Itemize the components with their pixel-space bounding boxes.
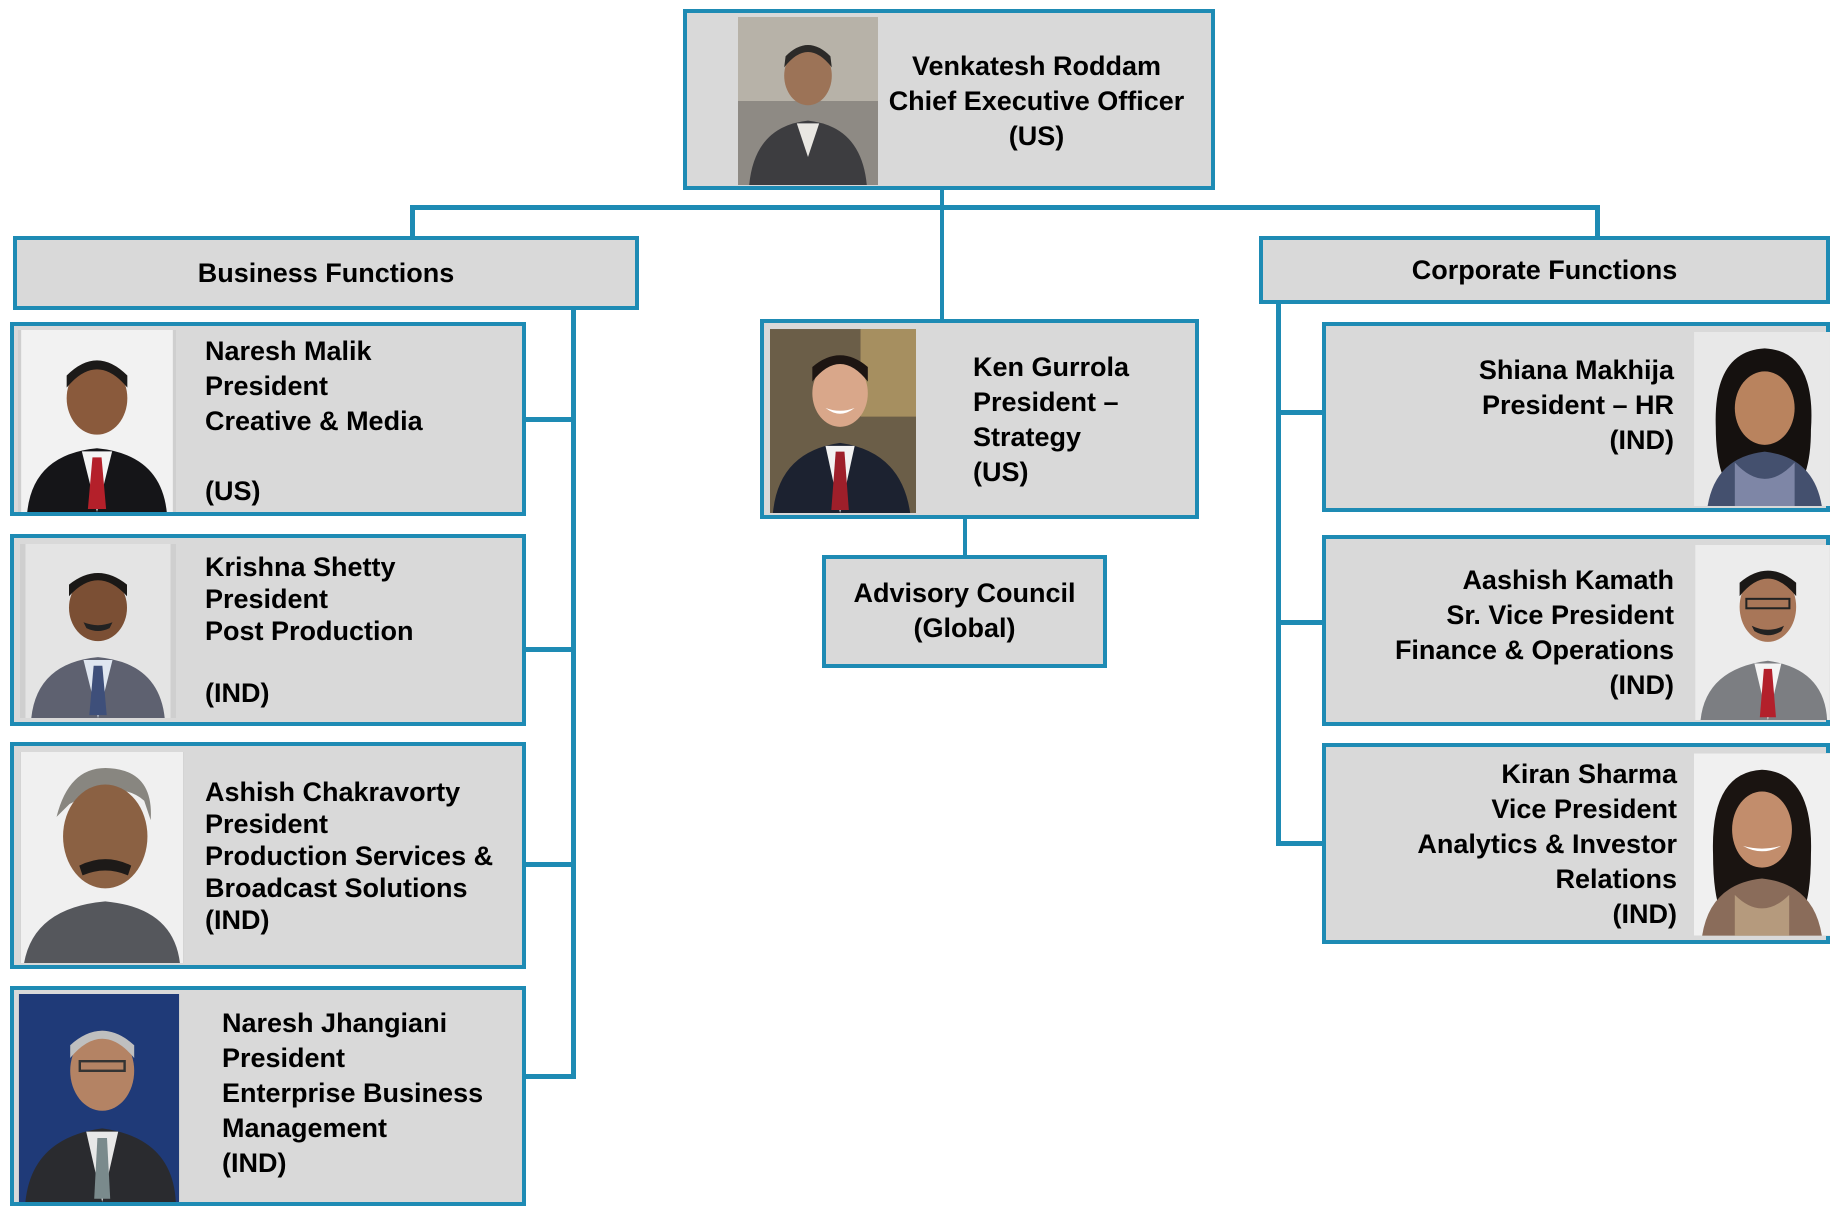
advisory-council-name: Advisory Council <box>853 578 1076 608</box>
naresh-malik-text: Naresh Malik President Creative & Media … <box>205 334 423 509</box>
ashish-chakravorty-dept: Production Services & <box>205 841 494 871</box>
ceo-photo <box>738 17 878 185</box>
connector-corporate-vertical <box>1276 302 1281 846</box>
ceo-title: Chief Executive Officer <box>888 86 1185 116</box>
krishna-shetty-name: Krishna Shetty <box>205 552 396 582</box>
business-card-krishna-shetty: Krishna Shetty President Post Production… <box>10 534 526 726</box>
ashish-chakravorty-photo <box>20 752 184 963</box>
corporate-card-shiana-makhija: Shiana Makhija President – HR (IND) <box>1322 322 1830 512</box>
naresh-jhangiani-photo <box>18 994 180 1202</box>
kiran-sharma-text: Kiran Sharma Vice President Analytics & … <box>1326 757 1677 932</box>
naresh-malik-location: (US) <box>205 476 261 506</box>
shiana-makhija-name: Shiana Makhija <box>1478 355 1674 385</box>
ashish-chakravorty-dept2: Broadcast Solutions <box>205 873 468 903</box>
advisory-council-box: Advisory Council (Global) <box>822 555 1107 668</box>
connector-corporate-1 <box>1276 410 1326 415</box>
connector-business-3 <box>520 862 576 867</box>
shiana-makhija-location: (IND) <box>1609 425 1674 455</box>
naresh-jhangiani-dept2: Management <box>222 1113 388 1143</box>
kiran-sharma-dept2: Relations <box>1555 864 1677 894</box>
aashish-kamath-text: Aashish Kamath Sr. Vice President Financ… <box>1326 563 1674 703</box>
kiran-sharma-dept: Analytics & Investor <box>1417 829 1677 859</box>
corporate-card-kiran-sharma: Kiran Sharma Vice President Analytics & … <box>1322 743 1830 944</box>
aashish-kamath-photo <box>1695 545 1830 720</box>
strategy-card-ken-gurrola: Ken Gurrola President – Strategy (US) <box>760 319 1199 519</box>
naresh-jhangiani-location: (IND) <box>222 1148 287 1178</box>
naresh-jhangiani-dept: Enterprise Business <box>222 1078 484 1108</box>
connector-business-1 <box>520 417 576 422</box>
connector-business-drop <box>410 205 415 239</box>
aashish-kamath-title: Sr. Vice President <box>1446 600 1674 630</box>
advisory-council-location: (Global) <box>913 613 1016 643</box>
kiran-sharma-title: Vice President <box>1491 794 1677 824</box>
aashish-kamath-location: (IND) <box>1609 670 1674 700</box>
ken-gurrola-dept: Strategy <box>973 422 1082 452</box>
ken-gurrola-location: (US) <box>973 457 1029 487</box>
naresh-malik-name: Naresh Malik <box>205 336 372 366</box>
connector-corporate-3 <box>1276 841 1326 846</box>
shiana-makhija-photo <box>1694 332 1830 506</box>
business-card-naresh-malik: Naresh Malik President Creative & Media … <box>10 322 526 516</box>
krishna-shetty-location: (IND) <box>205 678 270 708</box>
krishna-shetty-text: Krishna Shetty President Post Production… <box>205 551 414 709</box>
ashish-chakravorty-title: President <box>205 809 329 839</box>
kiran-sharma-photo <box>1694 753 1830 936</box>
ken-gurrola-title: President – <box>973 387 1119 417</box>
krishna-shetty-dept: Post Production <box>205 616 414 646</box>
naresh-malik-dept: Creative & Media <box>205 406 423 436</box>
ken-gurrola-name: Ken Gurrola <box>973 352 1130 382</box>
ashish-chakravorty-location: (IND) <box>205 905 270 935</box>
ceo-box: Venkatesh Roddam Chief Executive Officer… <box>683 9 1215 190</box>
shiana-makhija-title: President – HR <box>1481 390 1674 420</box>
naresh-malik-photo <box>18 330 176 512</box>
connector-business-vertical <box>571 307 576 1079</box>
advisory-council-text: Advisory Council (Global) <box>826 576 1103 646</box>
connector-ceo-down <box>940 182 944 322</box>
ken-gurrola-text: Ken Gurrola President – Strategy (US) <box>973 350 1129 490</box>
ashish-chakravorty-name: Ashish Chakravorty <box>205 777 461 807</box>
naresh-malik-title: President <box>205 371 329 401</box>
naresh-jhangiani-title: President <box>222 1043 346 1073</box>
business-functions-label: Business Functions <box>197 257 455 288</box>
connector-top-horizontal <box>410 205 1600 210</box>
aashish-kamath-dept: Finance & Operations <box>1394 635 1674 665</box>
ceo-text: Venkatesh Roddam Chief Executive Officer… <box>878 49 1195 154</box>
ashish-chakravorty-text: Ashish Chakravorty President Production … <box>205 776 493 936</box>
naresh-jhangiani-text: Naresh Jhangiani President Enterprise Bu… <box>222 1006 483 1181</box>
ceo-location: (US) <box>1008 121 1065 151</box>
business-card-naresh-jhangiani: Naresh Jhangiani President Enterprise Bu… <box>10 986 526 1206</box>
shiana-makhija-text: Shiana Makhija President – HR (IND) <box>1326 353 1674 458</box>
connector-corporate-2 <box>1276 620 1326 625</box>
ken-gurrola-photo <box>770 329 916 513</box>
corporate-functions-header: Corporate Functions <box>1259 236 1830 304</box>
connector-business-2 <box>520 647 576 652</box>
krishna-shetty-title: President <box>205 584 329 614</box>
connector-corporate-drop <box>1595 205 1600 239</box>
aashish-kamath-name: Aashish Kamath <box>1462 565 1674 595</box>
krishna-shetty-photo <box>20 544 176 718</box>
connector-business-4 <box>520 1074 576 1079</box>
kiran-sharma-name: Kiran Sharma <box>1501 759 1677 789</box>
corporate-functions-label: Corporate Functions <box>1411 254 1678 285</box>
business-functions-header: Business Functions <box>13 236 639 310</box>
ceo-name: Venkatesh Roddam <box>911 51 1162 81</box>
corporate-card-aashish-kamath: Aashish Kamath Sr. Vice President Financ… <box>1322 535 1830 726</box>
business-card-ashish-chakravorty: Ashish Chakravorty President Production … <box>10 742 526 969</box>
naresh-jhangiani-name: Naresh Jhangiani <box>222 1008 448 1038</box>
connector-strategy-advisory <box>963 517 967 557</box>
kiran-sharma-location: (IND) <box>1612 899 1677 929</box>
